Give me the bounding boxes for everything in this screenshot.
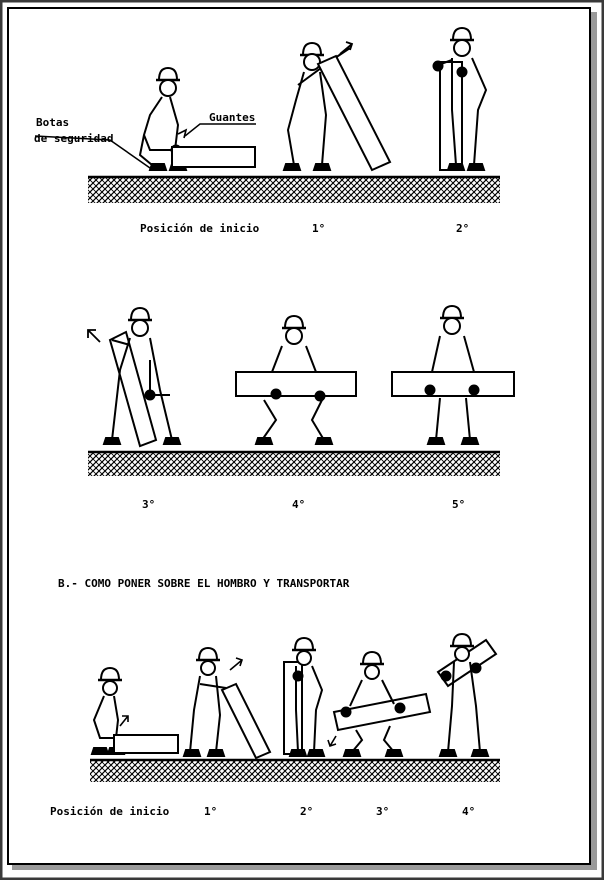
ground-row1 <box>88 177 500 203</box>
section-b-title: B.- COMO PONER SOBRE EL HOMBRO Y TRANSPO… <box>58 577 350 590</box>
callout-boots-1: Botas <box>36 116 69 129</box>
pipe-horizontal-step5 <box>392 372 514 396</box>
label-row2-step4: 4° <box>292 498 305 511</box>
ground-row3 <box>90 760 500 782</box>
pipe-b-start <box>114 735 178 753</box>
label-b-step3: 3° <box>376 805 389 818</box>
pipe-lying-row1 <box>172 147 255 167</box>
label-row1-start: Posición de inicio <box>140 222 260 235</box>
callout-boots-2: de seguridad <box>34 132 113 145</box>
label-b-step1: 1° <box>204 805 217 818</box>
label-row2-step5: 5° <box>452 498 465 511</box>
label-b-step2: 2° <box>300 805 313 818</box>
pipe-horizontal-step4 <box>236 372 356 396</box>
label-row1-step1: 1° <box>312 222 325 235</box>
callout-gloves: Guantes <box>209 111 255 124</box>
label-b-step4: 4° <box>462 805 475 818</box>
label-row2-step3: 3° <box>142 498 155 511</box>
ground-row2 <box>88 452 500 476</box>
label-b-start: Posición de inicio <box>50 805 170 818</box>
label-row1-step2: 2° <box>456 222 469 235</box>
